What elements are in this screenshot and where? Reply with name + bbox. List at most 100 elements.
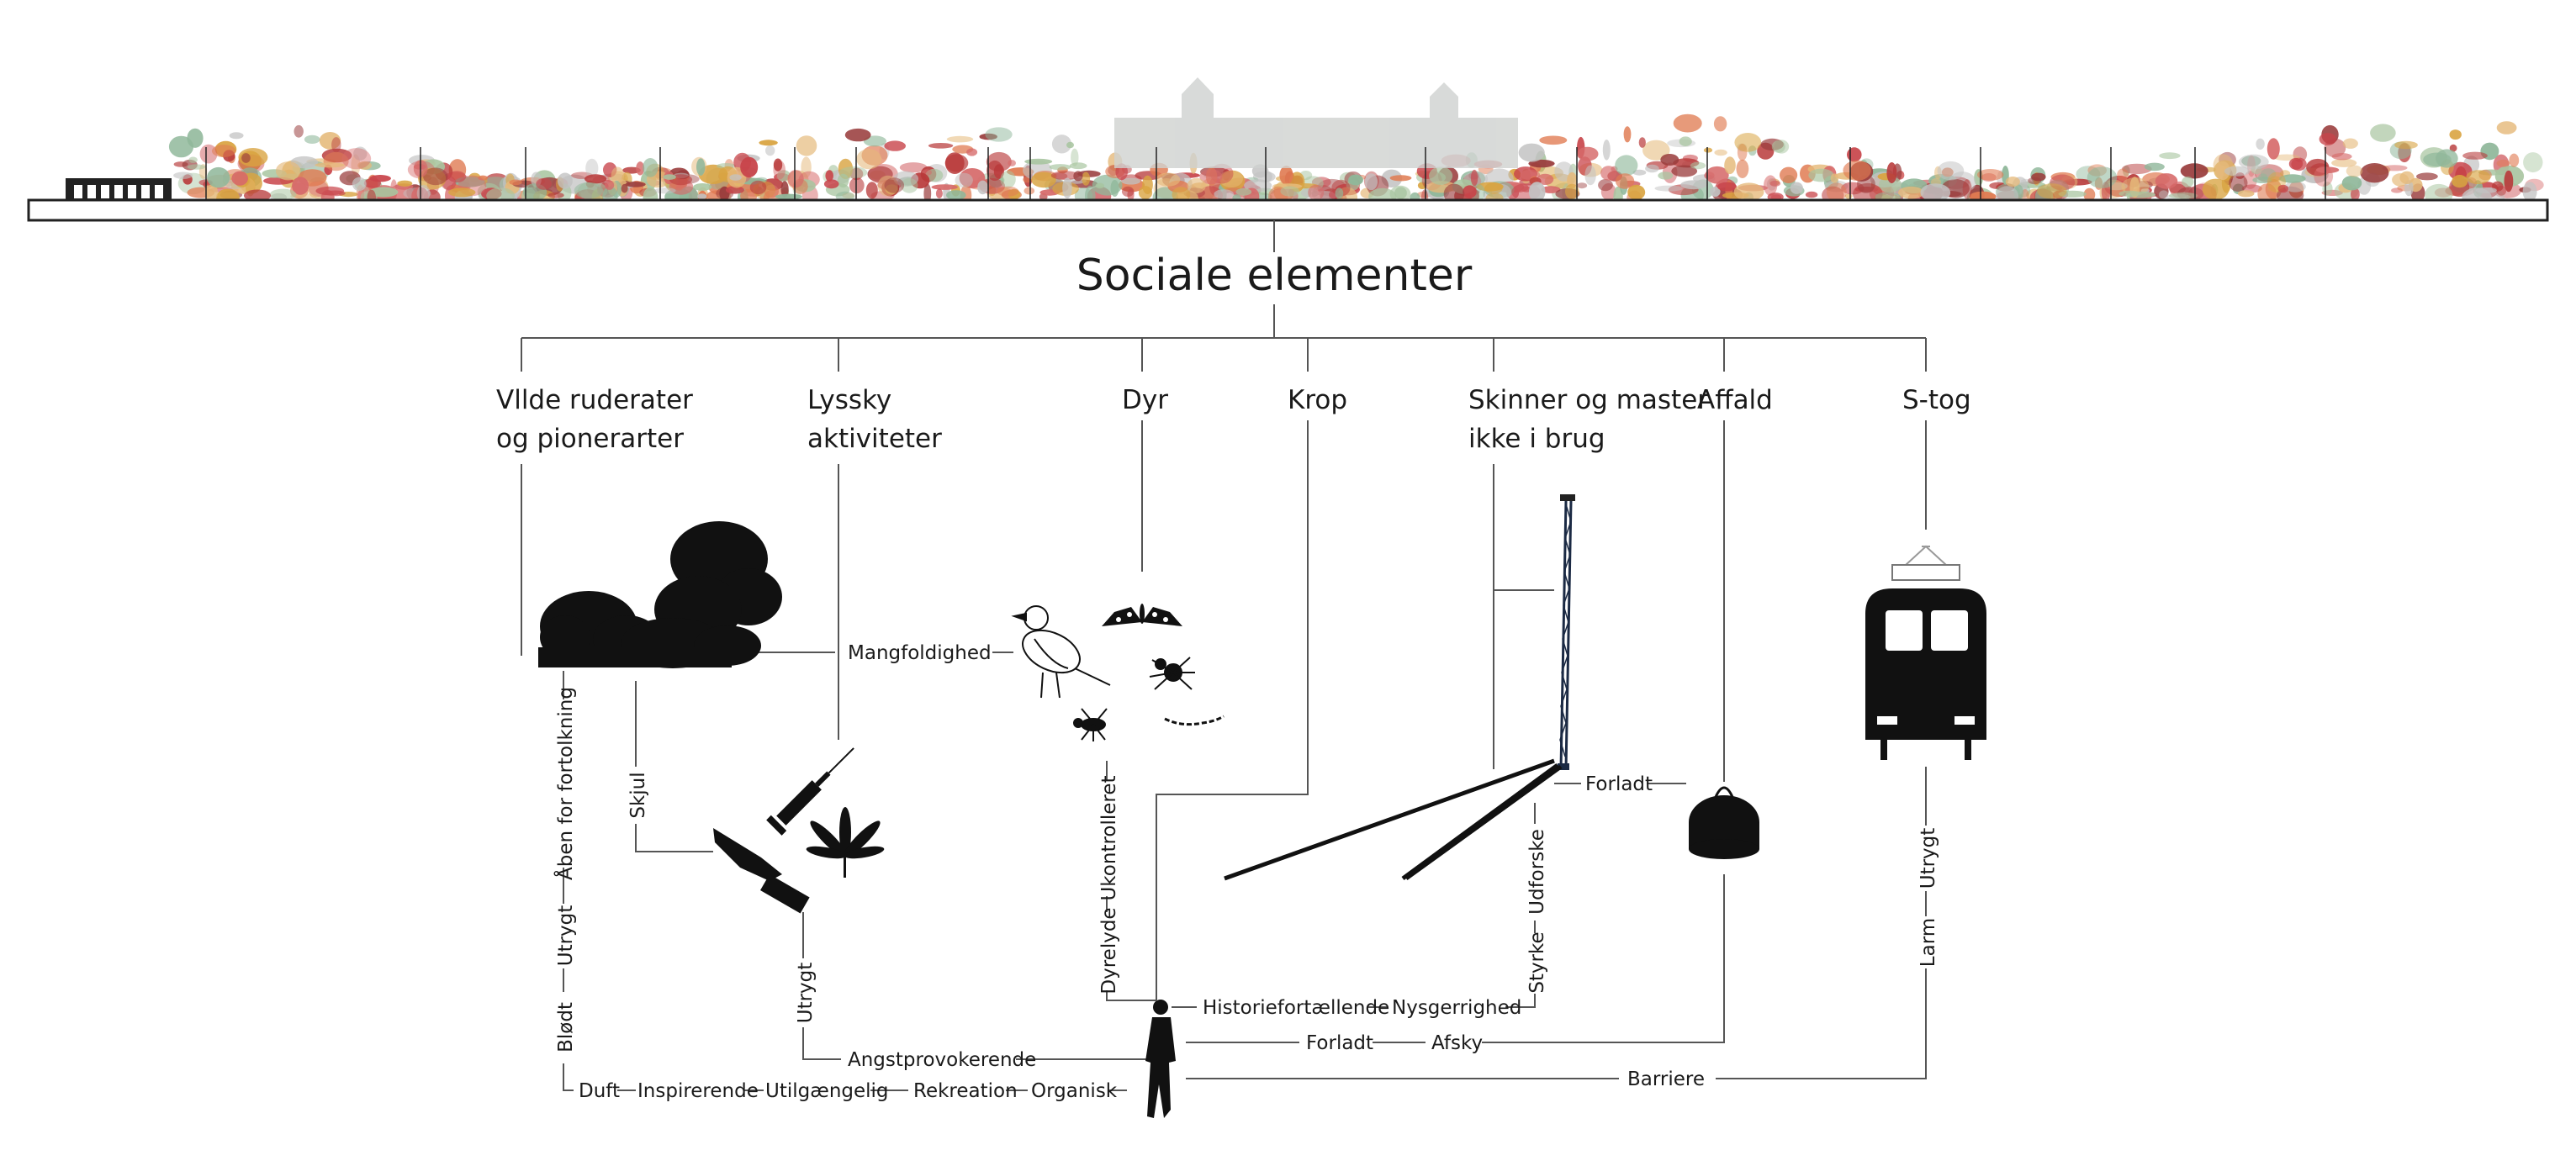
vegetation-blob: [188, 156, 198, 163]
vegetation-blob: [1736, 159, 1749, 178]
vegetation-blob: [2168, 192, 2198, 199]
label-utrygt-lyssky: Utrygt: [795, 963, 817, 1024]
vegetation-blob: [2475, 187, 2497, 193]
vegetation-blob: [1898, 186, 1924, 199]
larva-icon: [1164, 715, 1225, 726]
category-affald: Affald: [1697, 385, 1773, 415]
vegetation-blob: [2005, 177, 2020, 187]
label-utrygt-stog: Utrygt: [1917, 828, 1939, 889]
vegetation-blob: [1679, 136, 1692, 146]
category-skinner-line2: ikke i brug: [1468, 424, 1605, 454]
vegetation-blob: [187, 128, 204, 148]
vegetation-blob: [2087, 166, 2118, 189]
vegetation-blob: [2496, 185, 2507, 196]
vegetation-blob: [229, 132, 244, 140]
vegetation-blob: [1172, 187, 1191, 203]
category-lyssky-line2: aktiviteter: [807, 424, 942, 454]
vegetation-blob: [740, 156, 759, 178]
vegetation-blob: [787, 170, 804, 188]
vegetation-blob: [2028, 177, 2042, 185]
vegetation-blob: [173, 171, 193, 179]
vegetation-blob: [1642, 140, 1670, 161]
vegetation-blob: [363, 178, 381, 188]
vegetation-blob: [2277, 184, 2289, 193]
vegetation-blob: [557, 172, 573, 189]
vegetation-blob: [1671, 165, 1698, 177]
vegetation-blob: [352, 177, 367, 192]
vegetation-blob: [1577, 146, 1599, 161]
vegetation-blob: [1156, 172, 1181, 187]
vegetation-blob: [1673, 113, 1702, 133]
syringe-icon: [766, 747, 854, 836]
vegetation-blob: [2267, 138, 2280, 160]
vegetation-blob: [1658, 171, 1674, 180]
vegetation-blob: [2342, 138, 2358, 149]
vegetation-blob: [765, 145, 775, 156]
trees-icon: [538, 521, 782, 668]
vegetation-panorama: [27, 77, 2549, 222]
vegetation-blob: [749, 180, 767, 195]
viaduct-icon: [66, 178, 172, 200]
vegetation-blob: [1600, 166, 1617, 181]
vegetation-blob: [1429, 166, 1453, 185]
vegetation-blob: [2346, 165, 2363, 177]
vegetation-blob: [1805, 191, 1818, 198]
vegetation-blob: [1843, 160, 1871, 181]
vegetation-blob: [1024, 187, 1035, 195]
vegetation-blob: [1714, 149, 1727, 156]
vegetation-blob: [2117, 168, 2129, 182]
vegetation-blob: [290, 193, 318, 199]
vegetation-blob: [1121, 177, 1141, 185]
vegetation-blob: [2288, 157, 2304, 170]
vegetation-blob: [796, 135, 817, 156]
vegetation-blob: [1962, 179, 1972, 200]
vegetation-blob: [509, 179, 522, 186]
vegetation-blob: [2509, 153, 2520, 167]
vegetation-blob: [780, 181, 789, 198]
vegetation-blob: [1598, 179, 1613, 192]
vegetation-blob: [2121, 163, 2152, 175]
vegetation-blob: [1920, 183, 1951, 203]
diagram-title: Sociale elementer: [1076, 251, 1473, 301]
vegetation-blob: [844, 128, 871, 142]
vegetation-blob: [825, 170, 833, 182]
label-rekreation: Rekreation: [913, 1080, 1018, 1102]
vegetation-blob: [304, 135, 320, 144]
vegetation-blob: [773, 158, 783, 171]
trash-bag-icon: [1689, 786, 1759, 859]
vegetation-blob: [243, 189, 272, 202]
label-udforske: Udforske: [1526, 829, 1548, 915]
vegetation-blob: [2496, 159, 2510, 167]
label-forladt-skinner: Forladt: [1585, 773, 1653, 795]
vegetation-blob: [1690, 161, 1706, 170]
vegetation-blob: [2237, 190, 2255, 198]
category-skinner-line1: Skinner og master: [1468, 385, 1708, 415]
relationship-lines: [521, 420, 1927, 1091]
vegetation-blob: [899, 162, 928, 173]
vegetation-blob: [315, 186, 345, 196]
vegetation-blob: [1703, 147, 1713, 153]
vegetation-blob: [2159, 190, 2169, 199]
vegetation-blob: [1790, 182, 1803, 194]
vegetation-blob: [1073, 171, 1083, 182]
vegetation-blob: [292, 177, 309, 195]
vegetation-blob: [353, 146, 368, 161]
vegetation-blob: [1095, 182, 1105, 189]
vegetation-blob: [1716, 182, 1737, 192]
category-stog: S-tog: [1902, 385, 1971, 415]
vegetation-blob: [536, 177, 552, 190]
vegetation-blob: [1069, 162, 1087, 170]
vegetation-blob: [1623, 126, 1632, 143]
vegetation-blob: [207, 166, 230, 188]
vegetation-blob: [1830, 173, 1839, 183]
vegetation-blob: [1632, 169, 1647, 176]
label-forladt-affald: Forladt: [1306, 1032, 1373, 1054]
moth-icon: [1102, 604, 1182, 626]
vegetation-blob: [547, 192, 564, 198]
vegetation-blob: [2224, 166, 2251, 177]
vegetation-blob: [319, 132, 341, 150]
vegetation-blob: [693, 183, 712, 191]
vegetation-blob: [985, 127, 1013, 142]
vegetation-blob: [775, 193, 803, 200]
